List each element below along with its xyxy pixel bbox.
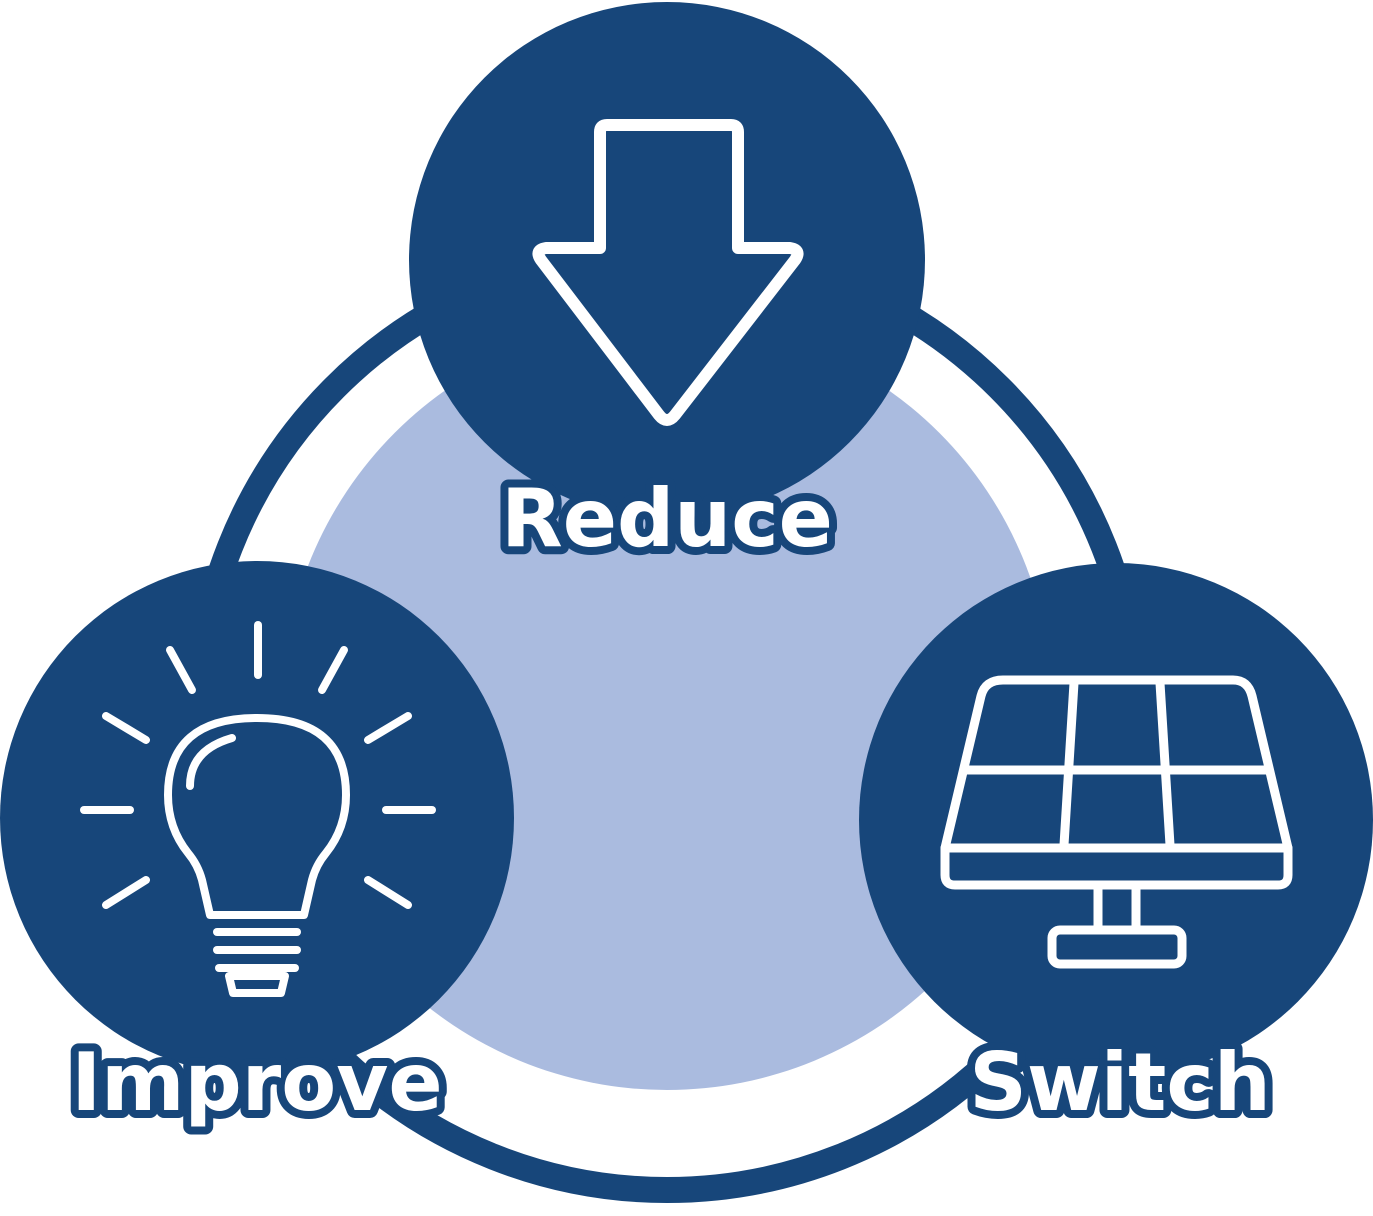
improve-label: Improve bbox=[71, 1036, 442, 1129]
lightbulb-icon bbox=[80, 621, 436, 997]
arrow-down-icon bbox=[532, 119, 804, 426]
improve-node bbox=[0, 561, 514, 1075]
switch-circle bbox=[859, 563, 1373, 1077]
switch-node bbox=[859, 563, 1373, 1077]
reduce-circle bbox=[409, 2, 925, 518]
switch-label: Switch bbox=[969, 1036, 1271, 1129]
reduce-label: Reduce bbox=[501, 472, 833, 565]
improve-circle bbox=[0, 561, 514, 1075]
reduce-node bbox=[409, 2, 925, 518]
solar-panel-icon bbox=[940, 675, 1293, 969]
